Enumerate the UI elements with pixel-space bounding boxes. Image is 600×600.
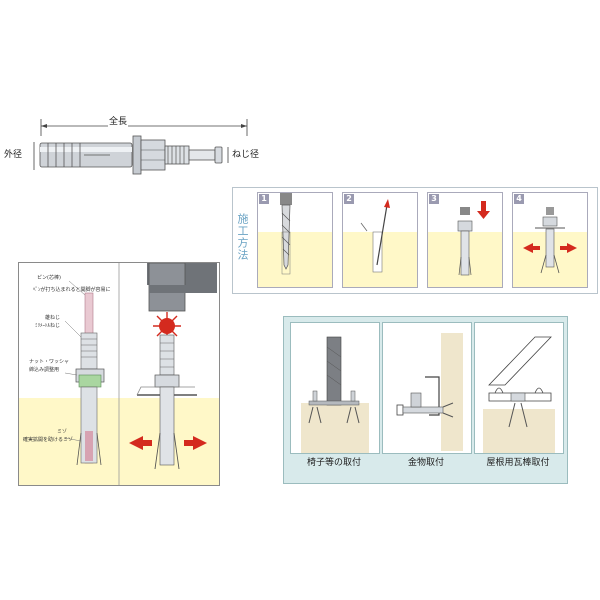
hammer-in-icon xyxy=(457,201,490,276)
anchor-dimension-diagram: 全長 外径 ねじ径 xyxy=(0,0,600,190)
plug-desc-note: ﾍﾟﾝが打ち込まれると開脚が容易に xyxy=(33,287,111,293)
concrete-ground xyxy=(258,232,332,287)
step-number: 4 xyxy=(514,194,524,204)
blowout-icon xyxy=(360,199,390,273)
outer-diameter-label: 外径 xyxy=(4,150,23,160)
case-roof xyxy=(474,322,564,454)
step-1-panel: 1 xyxy=(257,192,333,288)
expanded-anchor-icon xyxy=(523,207,577,274)
total-length-label: 全長 xyxy=(108,117,129,128)
case-hardware xyxy=(382,322,472,454)
drill-icon xyxy=(280,193,292,275)
step-number: 3 xyxy=(429,194,439,204)
hardware-mount-illustration xyxy=(396,333,463,451)
nut-washer-note: ナット・ワッシャ xyxy=(29,359,70,365)
nut-washer-desc-note: 締込み調整用 xyxy=(29,367,60,373)
roof-mount-illustration xyxy=(483,336,555,453)
plug-title-note: ピン(芯棒) xyxy=(37,275,61,281)
application-panel: 椅子等の取付 金物取付 屋根用瓦棒取付 xyxy=(283,316,568,484)
thread-diameter-label: ねじ径 xyxy=(232,150,260,160)
case-chair xyxy=(290,322,380,454)
step-2-panel: 2 xyxy=(342,192,418,288)
cutaway-diagram: ピン(芯棒) ﾍﾟﾝが打ち込まれると開脚が容易に 雄ねじ ﾐﾘﾒｰﾄﾙねじ ナッ… xyxy=(18,262,220,486)
anchor-bolt-drawing xyxy=(33,119,248,175)
case-roof-label: 屋根用瓦棒取付 xyxy=(486,458,550,468)
step-number: 1 xyxy=(259,194,269,204)
groove-desc-note: 確実拡開を助けるミゾ xyxy=(23,437,74,443)
male-thread-note: 雄ねじ xyxy=(45,315,61,321)
step-number: 2 xyxy=(344,194,354,204)
groove-note: ミゾ xyxy=(57,429,68,435)
procedure-frame xyxy=(232,187,598,294)
step-4-panel: 4 xyxy=(512,192,588,288)
case-chair-label: 椅子等の取付 xyxy=(306,458,361,468)
case-hardware-label: 金物取付 xyxy=(407,458,444,468)
step-3-panel: 3 xyxy=(427,192,503,288)
procedure-title: 施工方法 xyxy=(236,213,249,261)
cutaway-drawing xyxy=(19,263,219,485)
chair-mount-illustration xyxy=(301,336,369,453)
male-thread-desc-note: ﾐﾘﾒｰﾄﾙねじ xyxy=(35,323,61,329)
